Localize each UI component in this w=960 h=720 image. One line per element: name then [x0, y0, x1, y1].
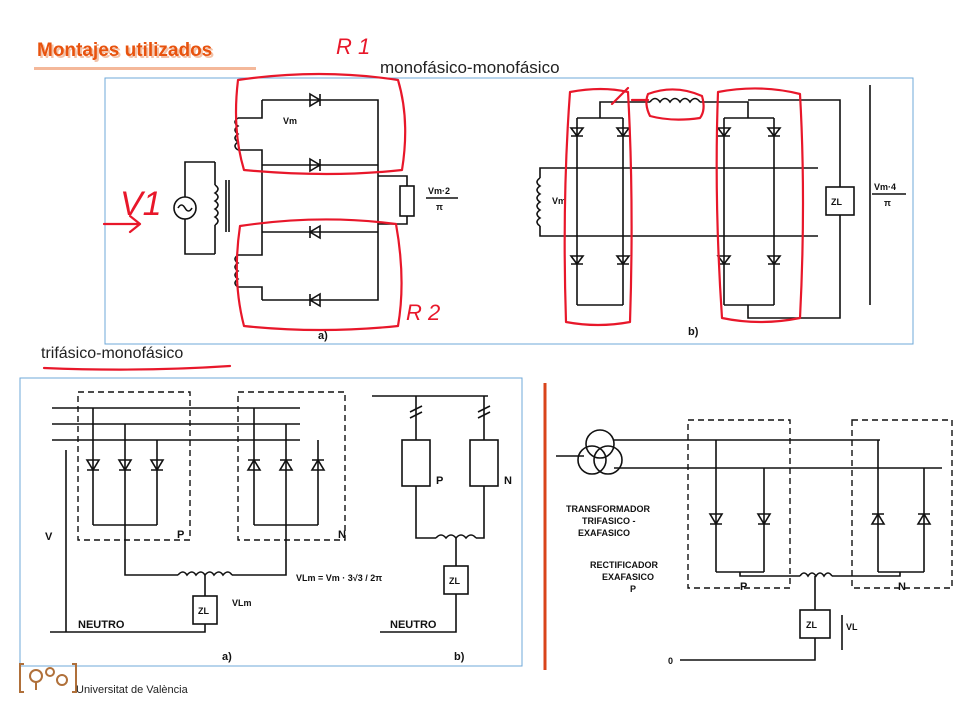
transformer-label-1: TRANSFORMADOR — [566, 504, 650, 514]
n-label-a2: N — [338, 529, 346, 541]
r2-annotation: R 2 — [406, 300, 440, 325]
caption-b2: b) — [454, 651, 465, 663]
zl-box-b — [825, 186, 855, 216]
handwritten-annotations: R 1 R 2 V1 — [42, 34, 805, 371]
zero-label: 0 — [668, 656, 673, 666]
p-label-b2: P — [436, 475, 443, 487]
rectifier-label-2: EXAFASICO — [602, 572, 654, 582]
caption-b: b) — [688, 326, 699, 338]
neutro-label-b2: NEUTRO — [390, 619, 437, 631]
formula-a2: VLm = Vm · 3√3 / 2π — [296, 573, 382, 583]
circuit-a-mono: Vm Vm·2 π a) — [173, 92, 458, 342]
rectifier-label-1: RECTIFICADOR — [590, 560, 658, 570]
rectifier-label-3: P — [630, 584, 636, 594]
v-label: V — [45, 531, 53, 543]
n-label-c: N — [898, 581, 906, 593]
formula-top: Vm·2 — [428, 186, 450, 196]
neutro-label-a2: NEUTRO — [78, 619, 125, 631]
vm-label: Vm — [283, 116, 297, 126]
transformer-label-3: EXAFASICO — [578, 528, 630, 538]
r1-annotation: R 1 — [336, 34, 370, 59]
vm-label-b: Vm — [552, 196, 566, 206]
transformer-label-2: TRIFASICO - — [582, 516, 636, 526]
zl-label-a2: ZL — [198, 606, 209, 616]
zl-label-b2: ZL — [449, 576, 460, 586]
section-label-tri: trifásico-monofásico — [41, 345, 184, 362]
n-block — [469, 439, 499, 487]
zl-label-b: ZL — [831, 197, 842, 207]
circuit-a-tri: V P N NEUTRO ZL VLm VLm = Vm · 3√3 / 2π … — [45, 391, 382, 663]
n-label-b2: N — [504, 475, 512, 487]
zl-box-c — [799, 609, 831, 639]
v1-annotation: V1 — [120, 185, 162, 223]
vl-label: VL — [846, 622, 858, 632]
university-logo — [19, 663, 77, 693]
circuit-b-tri: P N NEUTRO ZL b) — [372, 395, 512, 663]
zl-box-b2 — [443, 565, 469, 595]
zl-box-a2 — [192, 595, 218, 625]
footer-university: Universitat de València — [76, 684, 188, 696]
formula-bottom-b: π — [884, 198, 891, 208]
formula-bottom: π — [436, 202, 443, 212]
bottom-left-frame — [19, 377, 523, 667]
formula-top-b: Vm·4 — [874, 182, 896, 192]
zl-label-c: ZL — [806, 620, 817, 630]
p-block — [401, 439, 431, 487]
top-figure-frame — [104, 77, 914, 345]
p-label-a2: P — [177, 529, 184, 541]
section-label-mono: monofásico-monofásico — [380, 58, 560, 77]
caption-a2: a) — [222, 651, 232, 663]
page-title: Montajes utilizados — [37, 40, 213, 61]
p-label-c: P — [740, 581, 747, 593]
caption-a: a) — [318, 330, 328, 342]
circuit-c-tri: TRANSFORMADOR TRIFASICO - EXAFASICO RECT… — [556, 419, 953, 666]
title-underline — [34, 67, 256, 70]
load-resistor — [399, 185, 415, 217]
vlm-label: VLm — [232, 598, 252, 608]
circuit-b-mono: Vm ZL Vm·4 π b) — [536, 85, 906, 338]
